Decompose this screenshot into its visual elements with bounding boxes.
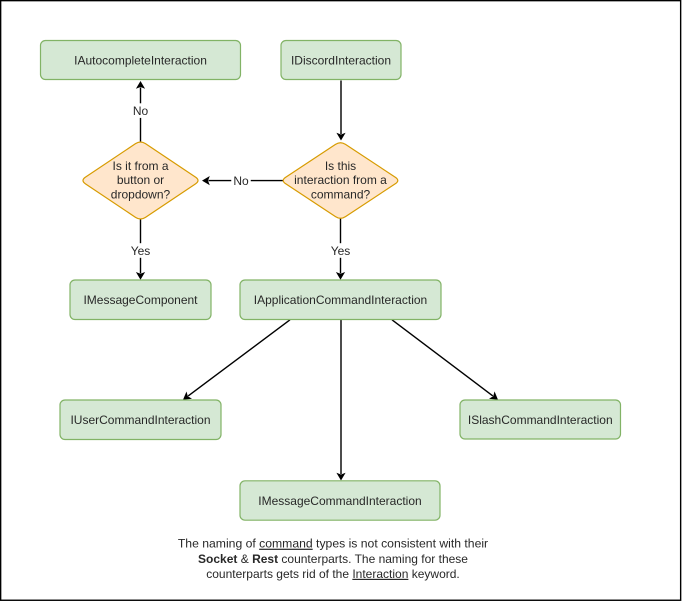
svg-text:ISlashCommandInteraction: ISlashCommandInteraction [468,413,613,427]
svg-text:IApplicationCommandInteraction: IApplicationCommandInteraction [254,293,427,307]
svg-text:Yes: Yes [131,244,151,258]
svg-text:counterparts gets rid of the I: counterparts gets rid of the Interaction… [206,567,460,581]
svg-text:button or: button or [117,173,164,187]
svg-text:The naming of command types is: The naming of command types is not consi… [178,537,488,551]
svg-text:No: No [133,104,149,118]
svg-text:IUserCommandInteraction: IUserCommandInteraction [70,413,210,427]
svg-text:command?: command? [311,187,371,201]
svg-text:Is it from a: Is it from a [112,159,168,173]
svg-text:IMessageComponent: IMessageComponent [83,293,198,307]
svg-text:IMessageCommandInteraction: IMessageCommandInteraction [258,494,421,508]
svg-text:Is this: Is this [325,159,356,173]
svg-text:interaction from a: interaction from a [294,173,387,187]
svg-text:dropdown?: dropdown? [111,187,171,201]
svg-text:IAutocompleteInteraction: IAutocompleteInteraction [74,53,207,67]
svg-text:No: No [233,174,249,188]
svg-text:Socket & Rest counterparts. Th: Socket & Rest counterparts. The naming f… [198,552,468,566]
svg-text:IDiscordInteraction: IDiscordInteraction [291,53,391,67]
svg-text:Yes: Yes [331,244,351,258]
